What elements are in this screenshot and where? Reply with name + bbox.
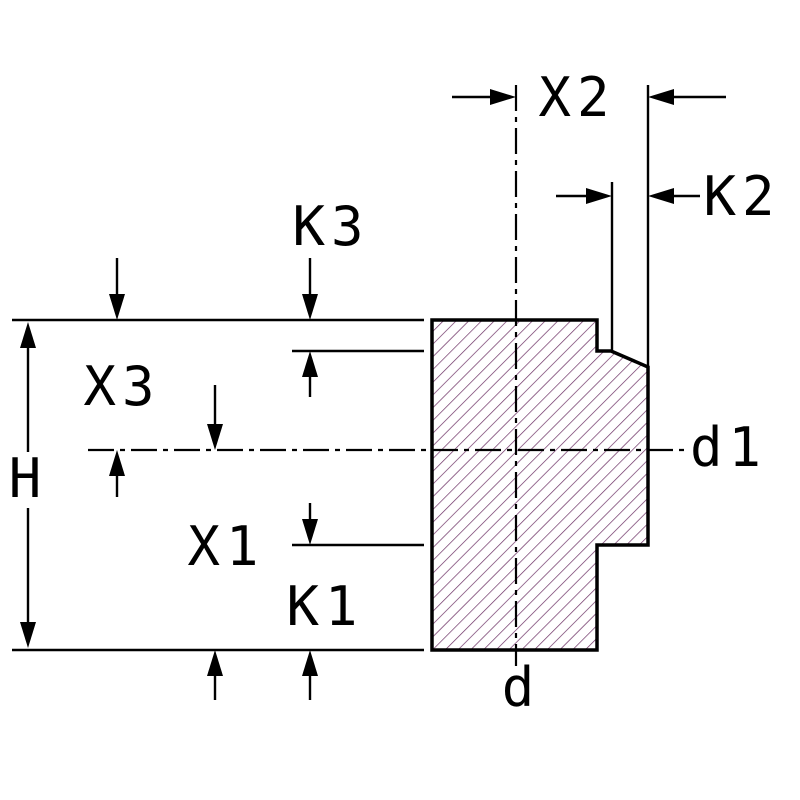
label-x1: X1 bbox=[187, 515, 264, 578]
label-k1: K1 bbox=[286, 575, 363, 638]
label-d1: d1 bbox=[690, 416, 767, 479]
arrowhead-up bbox=[302, 650, 318, 676]
arrowhead-down bbox=[302, 294, 318, 320]
dimension-h: H bbox=[9, 322, 48, 648]
arrowhead-down bbox=[20, 622, 36, 648]
label-k3: K3 bbox=[292, 195, 369, 258]
arrowhead-up bbox=[20, 322, 36, 348]
cross-section-profile bbox=[430, 318, 650, 652]
dimension-x2: X2 bbox=[452, 66, 726, 129]
label-k2: K2 bbox=[703, 165, 780, 228]
dimension-k1: K1 bbox=[286, 503, 363, 700]
label-x3: X3 bbox=[83, 355, 160, 418]
arrowhead-up bbox=[109, 450, 125, 476]
arrowhead-up bbox=[302, 351, 318, 377]
arrowhead-left bbox=[648, 188, 674, 204]
extension-lines bbox=[12, 85, 650, 652]
label-h: H bbox=[9, 447, 48, 510]
arrowhead-down bbox=[302, 519, 318, 545]
arrowhead-up bbox=[207, 650, 223, 676]
label-d: d bbox=[502, 656, 541, 719]
arrowhead-right bbox=[490, 89, 516, 105]
arrowhead-down bbox=[109, 294, 125, 320]
dimension-k3: K3 bbox=[292, 195, 369, 397]
dimension-x3: X3 bbox=[83, 258, 160, 497]
dimension-k2: K2 bbox=[556, 165, 780, 228]
label-x2: X2 bbox=[538, 66, 615, 129]
dimension-x1: X1 bbox=[187, 385, 264, 700]
arrowhead-down bbox=[207, 424, 223, 450]
arrowhead-left bbox=[648, 89, 674, 105]
arrowhead-right bbox=[586, 188, 612, 204]
